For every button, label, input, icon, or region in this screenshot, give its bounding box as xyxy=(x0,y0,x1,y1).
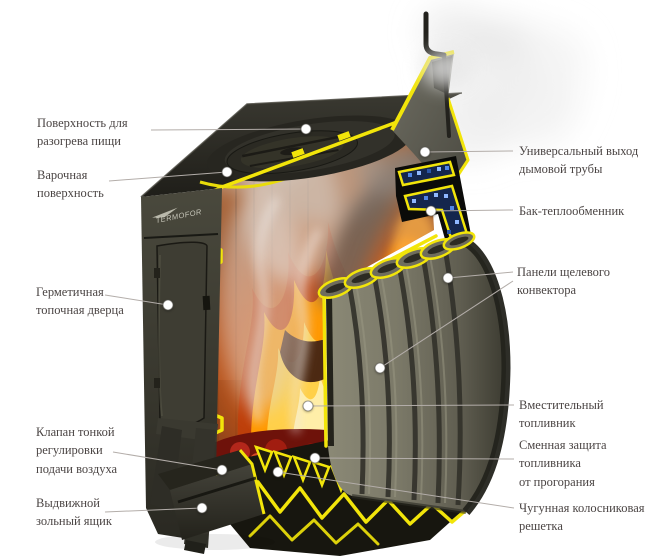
callout-dot-ash-drawer xyxy=(196,502,208,514)
callout-dot-convector-panels xyxy=(374,362,386,374)
door-latch xyxy=(202,295,211,311)
chimney-duct xyxy=(390,11,473,193)
callout-dot-firebox xyxy=(302,400,314,412)
leader-line-firebox xyxy=(307,404,515,407)
callout-dot-sealed-firebox-door xyxy=(162,299,174,311)
leader-line-cast-iron-grate xyxy=(277,471,515,509)
callout-dot-cooking-surface xyxy=(221,166,233,178)
callout-dot-chimney-outlet xyxy=(419,146,431,158)
leader-line-burnout-protection xyxy=(314,457,515,460)
leader-line-food-warming-surface xyxy=(150,128,307,131)
leader-line-heat-exchanger-tank xyxy=(430,209,514,212)
water-sparkle xyxy=(408,166,459,234)
leader-line-air-inlet-valve xyxy=(112,451,223,471)
callout-dot-cast-iron-grate xyxy=(272,466,284,478)
panel-gaps xyxy=(346,247,463,506)
callout-dot-convector-panels xyxy=(442,272,454,284)
ash-drawer xyxy=(155,449,275,554)
leader-line-ash-drawer xyxy=(104,507,203,513)
callout-dot-air-inlet-valve xyxy=(216,464,228,476)
leader-line-convector-panels xyxy=(379,280,514,369)
convector-panels xyxy=(317,231,511,515)
leader-line-cooking-surface xyxy=(108,171,228,182)
grate-teeth xyxy=(253,445,350,494)
callout-dot-burnout-protection xyxy=(309,452,321,464)
callout-dot-heat-exchanger-tank xyxy=(425,205,437,217)
panel-tube-tops xyxy=(317,231,476,299)
leader-line-chimney-outlet xyxy=(424,150,514,153)
callout-dot-food-warming-surface xyxy=(300,123,312,135)
leader-line-sealed-firebox-door xyxy=(104,294,169,306)
leader-line-convector-panels xyxy=(447,271,514,279)
